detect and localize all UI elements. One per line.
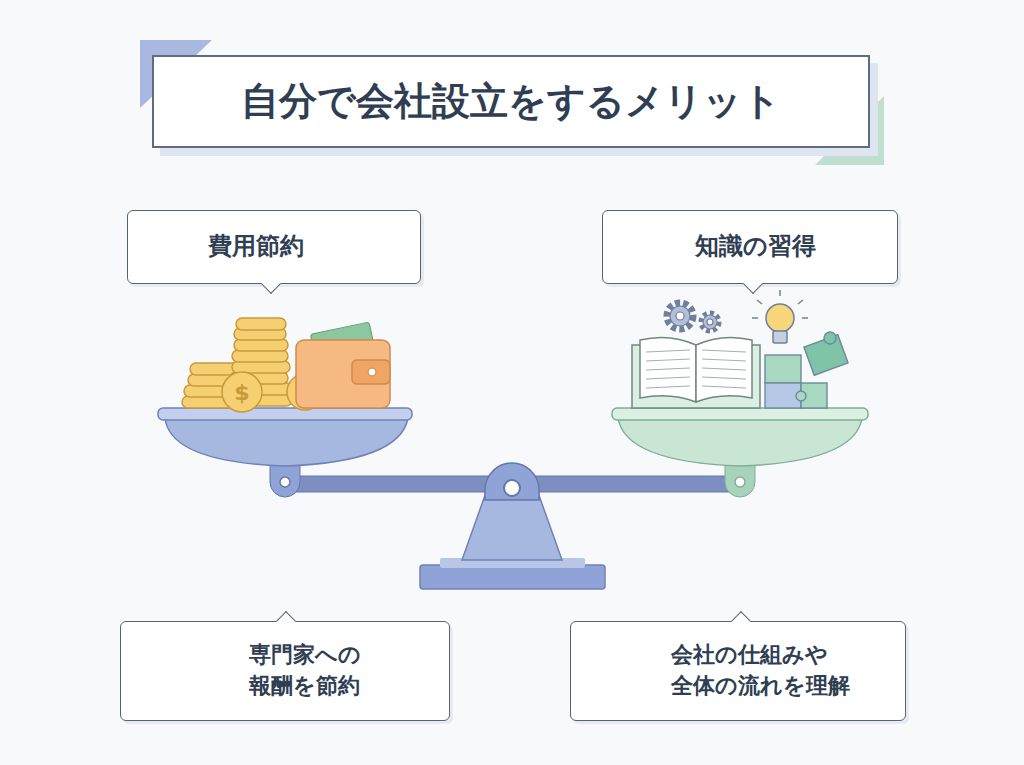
book-lines <box>646 350 746 388</box>
scale-pivot <box>504 480 520 496</box>
scale-pivot <box>485 463 539 500</box>
title-text: 自分で会社設立をするメリット <box>241 76 781 127</box>
bubble-tail <box>261 274 281 294</box>
scale-pan <box>618 418 862 466</box>
gear-icon <box>667 303 719 331</box>
speech-bubble: 会社の仕組みや 全体の流れを理解 <box>570 621 906 721</box>
bubble-tail <box>276 611 296 631</box>
bubble-text: 会社の仕組みや 全体の流れを理解 <box>671 640 871 702</box>
book-icon <box>632 337 760 408</box>
scale-pan <box>158 408 412 420</box>
speech-bubble: 知識の習得 <box>602 210 898 284</box>
scale-pan <box>165 418 408 466</box>
pan-hanger <box>270 462 300 497</box>
title-banner: 自分で会社設立をするメリット <box>152 55 870 148</box>
bubble-tail <box>743 274 763 294</box>
bubble-text: 費用節約 <box>208 230 304 264</box>
bubble-text: 専門家への 報酬を節約 <box>249 640 399 702</box>
scale-pan <box>612 408 868 420</box>
pan-hanger <box>735 477 745 487</box>
pan-hanger <box>280 477 290 487</box>
speech-bubble: 費用節約 <box>127 210 421 284</box>
scale-base <box>420 565 605 589</box>
puzzle-icon <box>765 332 848 408</box>
pan-hanger <box>725 462 755 497</box>
bubble-tail <box>731 611 751 631</box>
lightbulb-icon <box>752 290 808 343</box>
speech-bubble: 専門家への 報酬を節約 <box>120 621 450 721</box>
dollar-glyph: $ <box>234 380 249 405</box>
bubble-text: 知識の習得 <box>695 230 816 264</box>
wallet-icon <box>296 322 390 408</box>
